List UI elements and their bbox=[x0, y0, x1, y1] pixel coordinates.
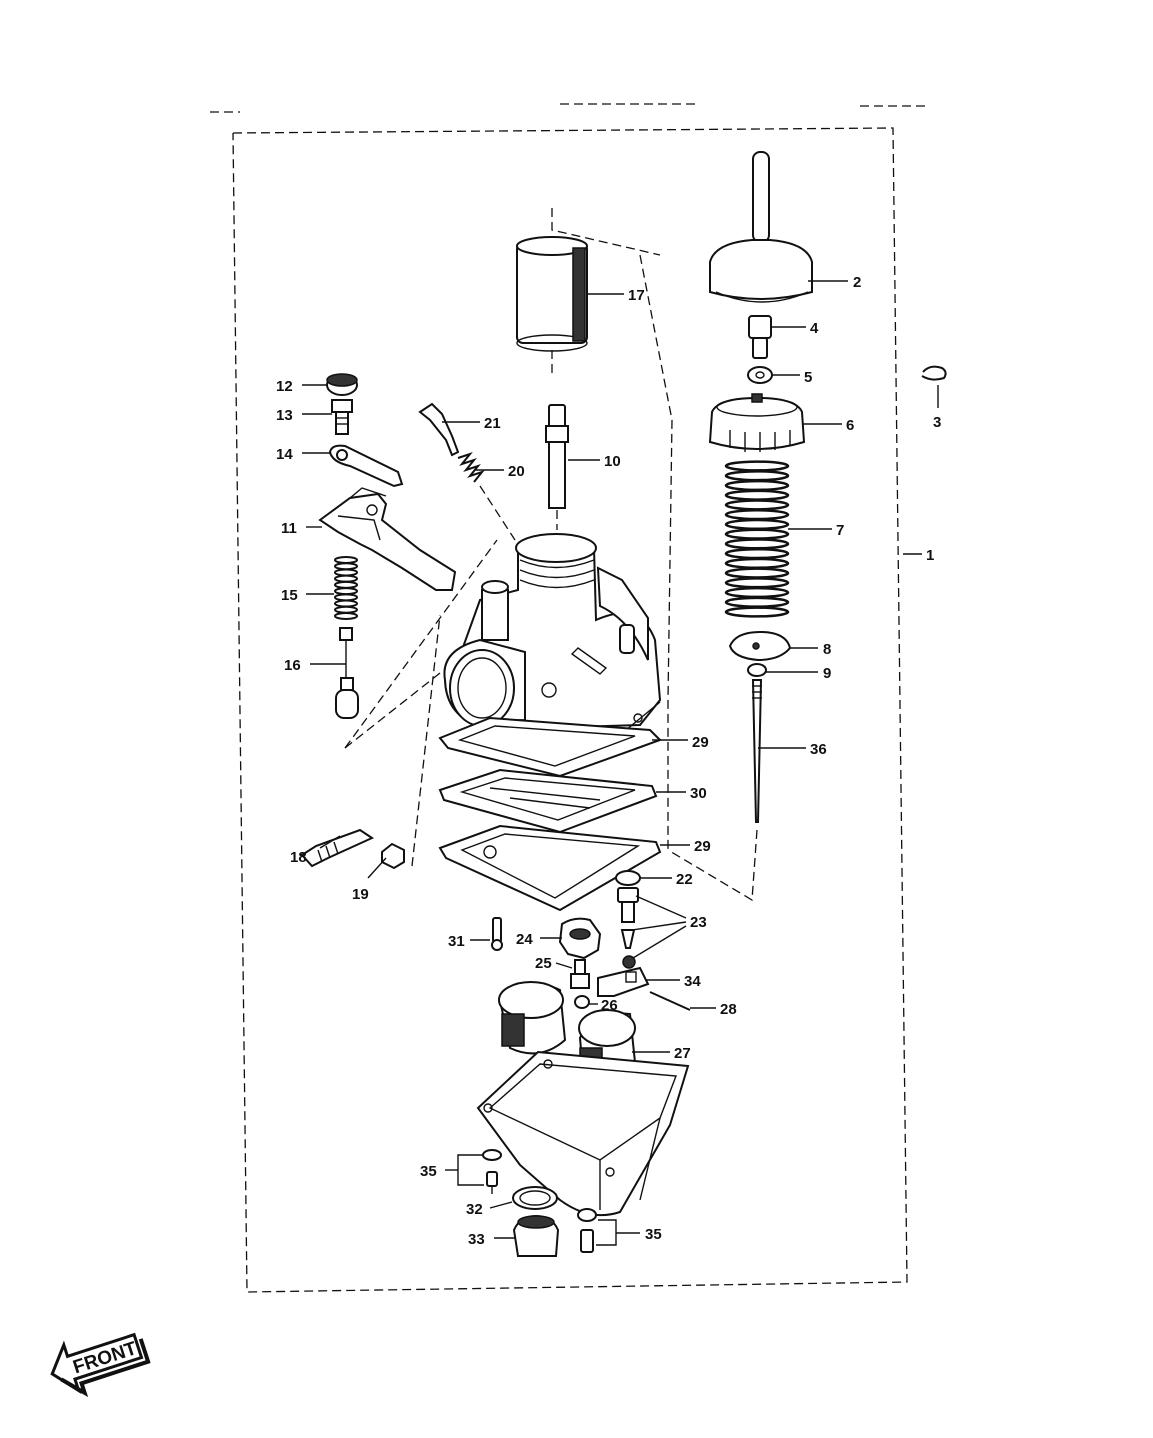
label-6: 6 bbox=[846, 417, 854, 434]
label-3: 3 bbox=[933, 414, 941, 431]
label-35-left: 35 bbox=[420, 1163, 437, 1180]
label-36: 36 bbox=[810, 741, 827, 758]
part-32-gasket bbox=[512, 1186, 558, 1210]
label-7: 7 bbox=[836, 522, 844, 539]
part-11-lever bbox=[318, 487, 457, 591]
label-5: 5 bbox=[804, 369, 812, 386]
label-14: 14 bbox=[276, 446, 293, 463]
part-31-screw bbox=[491, 917, 503, 951]
label-25: 25 bbox=[535, 955, 552, 972]
part-13-adjuster bbox=[331, 399, 353, 435]
label-32: 32 bbox=[466, 1201, 483, 1218]
label-30: 30 bbox=[690, 785, 707, 802]
part-29-gasket-upper bbox=[438, 716, 662, 778]
part-35-screw-right bbox=[577, 1208, 597, 1253]
label-27: 27 bbox=[674, 1045, 691, 1062]
float-bowl bbox=[476, 1050, 690, 1217]
part-29-gasket-lower bbox=[438, 824, 662, 912]
label-20: 20 bbox=[508, 463, 525, 480]
label-29-upper: 29 bbox=[692, 734, 709, 751]
part-18-screw bbox=[300, 828, 375, 868]
part-3-clip bbox=[921, 365, 947, 381]
label-33: 33 bbox=[468, 1231, 485, 1248]
part-15-spring bbox=[334, 556, 358, 620]
label-10: 10 bbox=[604, 453, 621, 470]
label-15: 15 bbox=[281, 587, 298, 604]
label-16: 16 bbox=[284, 657, 301, 674]
part-6-cap bbox=[708, 393, 806, 452]
part-7-spring bbox=[724, 460, 790, 618]
part-33-plug bbox=[512, 1214, 560, 1257]
carburetor-body bbox=[443, 533, 662, 743]
part-35-screw-left bbox=[482, 1149, 502, 1194]
label-4: 4 bbox=[810, 320, 819, 337]
leader-lines bbox=[302, 280, 939, 1246]
label-24: 24 bbox=[516, 931, 533, 948]
label-18: 18 bbox=[290, 849, 307, 866]
part-12-cap bbox=[326, 373, 358, 396]
label-9: 9 bbox=[823, 665, 831, 682]
part-19-nut bbox=[381, 614, 441, 870]
label-28: 28 bbox=[720, 1001, 737, 1018]
label-23: 23 bbox=[690, 914, 707, 931]
part-20-spring bbox=[457, 451, 516, 541]
part-10-pipe bbox=[545, 404, 569, 530]
label-35-right: 35 bbox=[645, 1226, 662, 1243]
part-8-plate bbox=[728, 630, 792, 662]
part-36-jet-needle bbox=[667, 679, 763, 902]
part-4-adjuster bbox=[748, 315, 772, 359]
part-17-throttle-valve bbox=[516, 208, 661, 378]
part-labels: 1 2 3 4 5 6 7 8 9 10 11 12 13 14 15 16 1… bbox=[276, 274, 941, 1248]
part-27-float-left bbox=[498, 981, 567, 1055]
part-16-starter-plunger bbox=[335, 539, 498, 749]
label-13: 13 bbox=[276, 407, 293, 424]
label-29-lower: 29 bbox=[694, 838, 711, 855]
part-21-air-screw bbox=[418, 402, 460, 457]
label-22: 22 bbox=[676, 871, 693, 888]
label-2: 2 bbox=[853, 274, 861, 291]
part-24-holder bbox=[558, 917, 602, 960]
part-22-washer bbox=[615, 870, 641, 886]
label-19: 19 bbox=[352, 886, 369, 903]
part-14-bracket bbox=[328, 444, 404, 488]
part-26-jet bbox=[574, 995, 590, 1009]
part-23-needle-valve bbox=[617, 887, 639, 969]
part-28-pin bbox=[649, 991, 691, 1011]
part-34-float-arm bbox=[597, 966, 650, 997]
part-9-clip bbox=[747, 663, 767, 677]
assembly-boundary bbox=[210, 103, 930, 1293]
label-12: 12 bbox=[276, 378, 293, 395]
label-26: 26 bbox=[601, 997, 618, 1014]
label-17: 17 bbox=[628, 287, 645, 304]
part-5-nut bbox=[747, 366, 773, 384]
label-21: 21 bbox=[484, 415, 501, 432]
label-8: 8 bbox=[823, 641, 831, 658]
label-11: 11 bbox=[281, 520, 297, 537]
label-31: 31 bbox=[448, 933, 465, 950]
label-34: 34 bbox=[684, 973, 701, 990]
front-arrow: FRONT bbox=[50, 1332, 151, 1398]
label-1: 1 bbox=[926, 547, 934, 564]
part-2-mixing-chamber-top bbox=[709, 151, 813, 303]
part-25-jet bbox=[570, 959, 590, 989]
part-30-reed-plate bbox=[438, 768, 658, 834]
guide-lines bbox=[639, 254, 673, 850]
